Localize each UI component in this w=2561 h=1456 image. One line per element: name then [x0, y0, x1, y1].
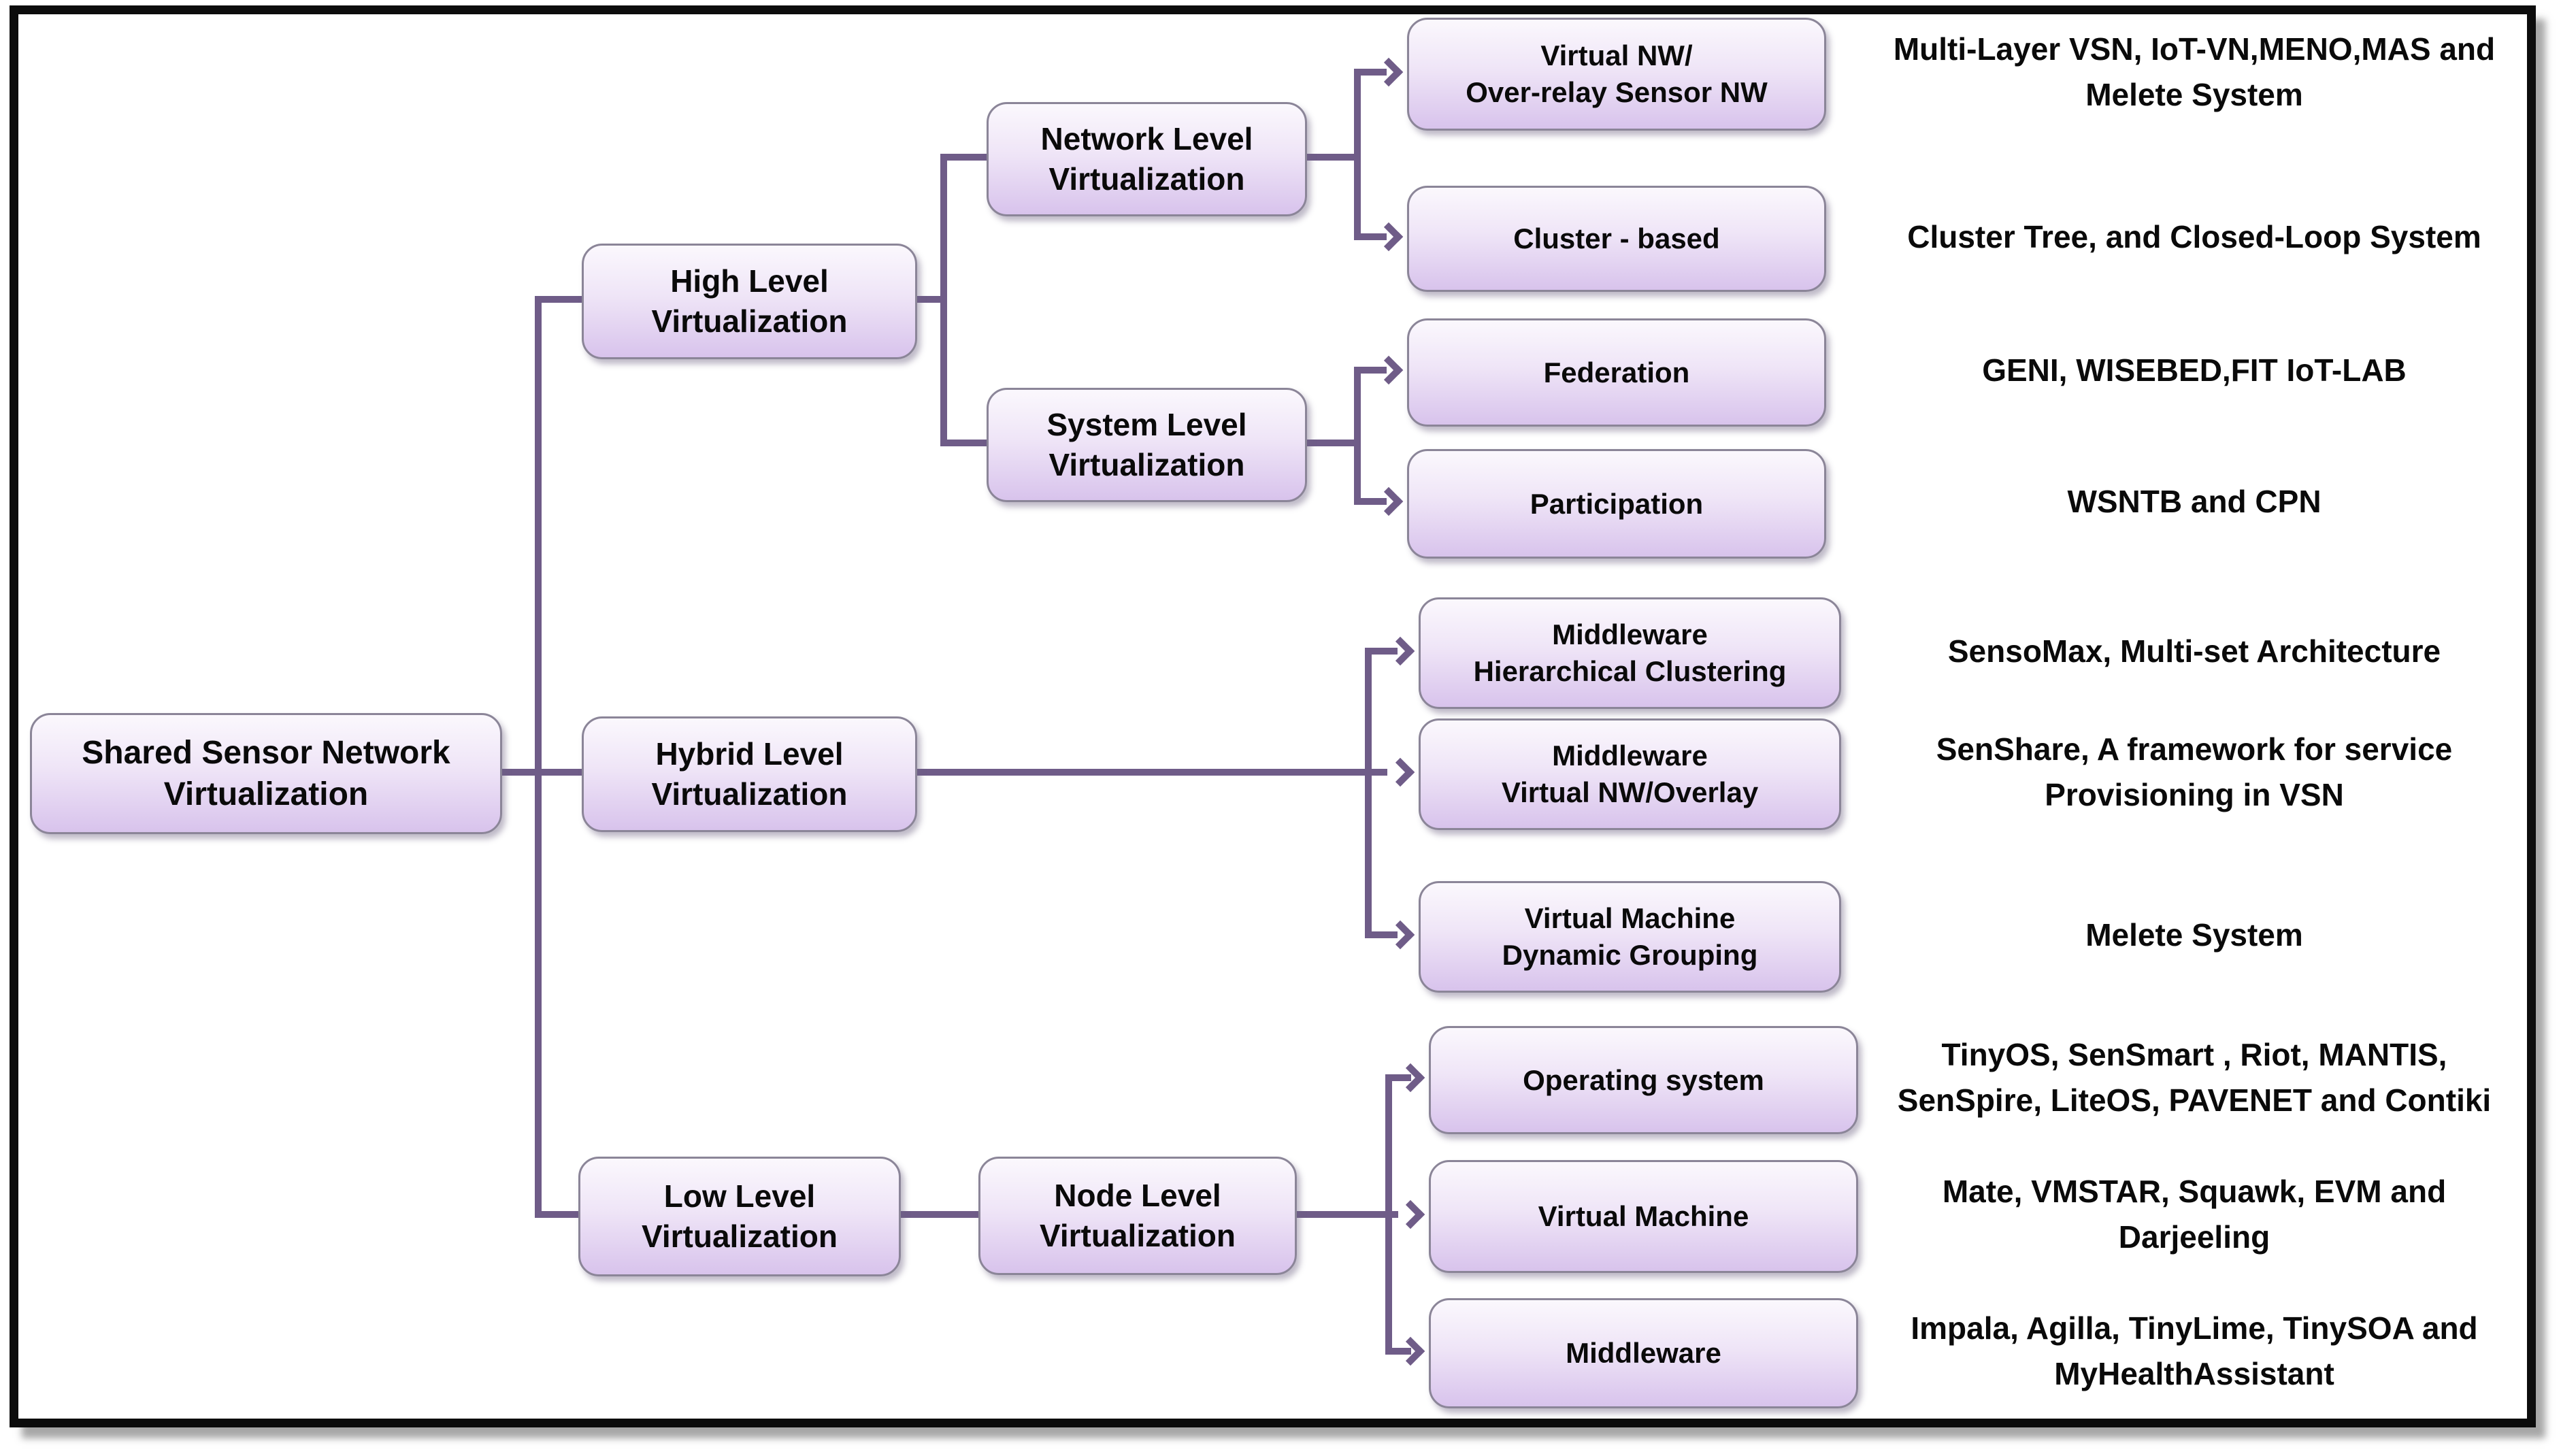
connector-line — [1354, 69, 1361, 240]
connector-line — [1354, 367, 1387, 374]
annotation-middleware-systems: Impala, Agilla, TinyLime, TinySOA and My… — [1911, 1310, 2478, 1391]
connector-line — [1354, 498, 1387, 505]
node-operating-system: Operating system — [1429, 1026, 1858, 1134]
connector-line — [940, 440, 987, 446]
node-high-level-virtualization: High Level Virtualization — [582, 244, 917, 359]
annotation-middleware-virtual-nw-overlay-systems: SenShare, A framework for service Provis… — [1936, 731, 2453, 812]
annotation-participation-systems: WSNTB and CPN — [2067, 483, 2322, 519]
connector-line — [913, 769, 1387, 776]
annotation-cluster-based-systems: Cluster Tree, and Closed-Loop System — [1907, 218, 2481, 254]
connector-line — [1354, 69, 1387, 76]
annotation-virtual-nw-systems: Multi-Layer VSN, IoT-VN,MENO,MAS and Mel… — [1893, 31, 2496, 112]
connector-line — [1303, 440, 1359, 446]
connector-line — [1365, 931, 1398, 938]
node-network-level-virtualization: Network Level Virtualization — [987, 102, 1307, 216]
connector-line — [535, 1211, 585, 1218]
node-middleware-hierarchical-clustering: Middleware Hierarchical Clustering — [1419, 597, 1841, 709]
annotation-virtual-machine-systems: Mate, VMSTAR, Squawk, EVM and Darjeeling — [1942, 1174, 2447, 1255]
node-system-level-virtualization: System Level Virtualization — [987, 388, 1307, 502]
node-low-level-virtualization: Low Level Virtualization — [578, 1157, 901, 1276]
node-cluster-based: Cluster - based — [1407, 186, 1826, 292]
annotation-middleware-hierarchical-clustering-systems: SensoMax, Multi-set Architecture — [1947, 633, 2441, 669]
node-virtual-nw-over-relay-sensor-nw: Virtual NW/ Over-relay Sensor NW — [1407, 18, 1826, 131]
node-node-level-virtualization: Node Level Virtualization — [978, 1157, 1297, 1275]
connector-line — [1365, 648, 1372, 938]
node-shared-sensor-network-virtualization: Shared Sensor Network Virtualization — [30, 713, 502, 834]
connector-line — [1385, 1074, 1411, 1081]
node-middleware: Middleware — [1429, 1298, 1858, 1408]
annotation-federation-systems: GENI, WISEBED,FIT IoT-LAB — [1982, 352, 2407, 388]
node-virtual-machine-dynamic-grouping: Virtual Machine Dynamic Grouping — [1419, 881, 1841, 993]
node-federation: Federation — [1407, 318, 1826, 427]
annotation-virtual-machine-dynamic-grouping-systems: Melete System — [2085, 916, 2303, 953]
connector-line — [895, 1211, 978, 1218]
node-participation: Participation — [1407, 449, 1826, 559]
node-hybrid-level-virtualization: Hybrid Level Virtualization — [582, 716, 917, 832]
connector-line — [1385, 1348, 1411, 1355]
node-virtual-machine: Virtual Machine — [1429, 1160, 1858, 1273]
connector-line — [1385, 1074, 1392, 1355]
connector-line — [912, 296, 946, 303]
connector-line — [1354, 233, 1387, 240]
connector-line — [535, 296, 585, 303]
connector-line — [1365, 648, 1398, 655]
node-middleware-virtual-nw-overlay: Middleware Virtual NW/Overlay — [1419, 718, 1841, 830]
connector-line — [1303, 154, 1359, 161]
connector-line — [940, 154, 987, 161]
connector-line — [1291, 1211, 1398, 1218]
connector-line — [1354, 367, 1361, 505]
connector-line — [940, 154, 947, 446]
annotation-operating-system-systems: TinyOS, SenSmart , Riot, MANTIS, SenSpir… — [1897, 1037, 2492, 1118]
connector-line — [535, 296, 542, 1218]
